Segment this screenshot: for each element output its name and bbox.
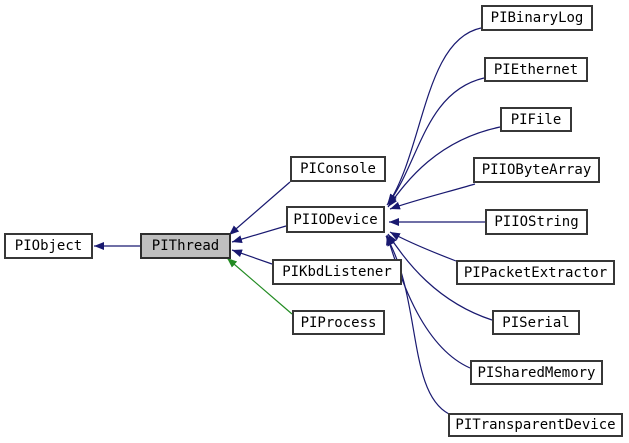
node-label: PITransparentDevice: [455, 417, 616, 433]
inheritance-edge-PIKbdListener-to-PIThread: [231, 249, 273, 265]
node-PIIOString[interactable]: PIIOString: [485, 209, 588, 235]
node-label: PIEthernet: [493, 61, 579, 78]
node-PIFile[interactable]: PIFile: [500, 107, 572, 132]
node-label: PIFile: [510, 111, 562, 128]
inheritance-edge-PISharedMemory-to-PIIODevice: [386, 234, 471, 369]
node-PIPacketExtractor[interactable]: PIPacketExtractor: [456, 260, 615, 285]
node-PIKbdListener[interactable]: PIKbdListener: [272, 259, 402, 285]
node-label: PIObject: [14, 238, 83, 254]
node-label: PIKbdListener: [282, 264, 392, 280]
node-PISerial[interactable]: PISerial: [492, 310, 580, 335]
node-label: PISharedMemory: [477, 364, 596, 381]
node-PISharedMemory[interactable]: PISharedMemory: [470, 360, 603, 385]
node-label: PIThread: [151, 238, 220, 254]
node-label: PIPacketExtractor: [463, 264, 608, 281]
inheritance-edge-PIProcess-to-PIThread: [226, 257, 293, 315]
inheritance-edge-PIEthernet-to-PIIODevice: [386, 77, 485, 206]
node-label: PIProcess: [300, 314, 377, 331]
inheritance-edge-PIIOByteArray-to-PIIODevice: [389, 183, 476, 210]
node-PIObject[interactable]: PIObject: [4, 233, 93, 259]
node-label: PISerial: [502, 314, 570, 331]
inheritance-edge-PIBinaryLog-to-PIIODevice: [387, 27, 482, 205]
node-PIConsole[interactable]: PIConsole: [290, 156, 386, 182]
node-PIEthernet[interactable]: PIEthernet: [484, 57, 588, 82]
node-PIIODevice[interactable]: PIIODevice: [286, 206, 385, 233]
node-PIProcess[interactable]: PIProcess: [292, 310, 385, 335]
inheritance-edge-PIFile-to-PIIODevice: [387, 126, 501, 208]
inheritance-edge-PIIODevice-to-PIThread: [231, 225, 287, 243]
inheritance-edge-PIConsole-to-PIThread: [228, 181, 291, 236]
node-label: PIConsole: [300, 161, 376, 177]
node-label: PIBinaryLog: [490, 10, 584, 26]
node-PITransparentDevice[interactable]: PITransparentDevice: [448, 413, 623, 437]
node-PIThread: PIThread: [140, 233, 231, 259]
node-label: PIIODevice: [293, 211, 378, 228]
node-PIIOByteArray[interactable]: PIIOByteArray: [473, 157, 600, 183]
inheritance-edge-PISerial-to-PIIODevice: [387, 233, 493, 321]
node-PIBinaryLog[interactable]: PIBinaryLog: [481, 5, 593, 31]
inheritance-edge-PIPacketExtractor-to-PIIODevice: [389, 231, 457, 262]
node-label: PIIOString: [494, 214, 579, 230]
node-label: PIIOByteArray: [481, 162, 592, 178]
